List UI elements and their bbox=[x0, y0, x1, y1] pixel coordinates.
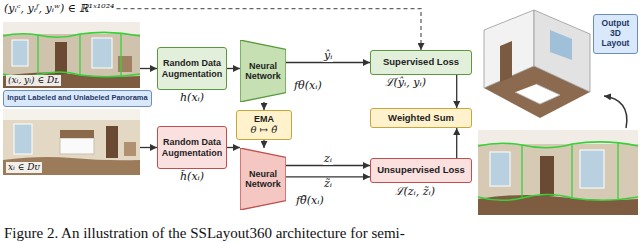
math-label: ℒ(ŷᵢ, yᵢ) bbox=[385, 77, 426, 90]
unlabeled-panorama: xᵢ ∈ Dᴜ bbox=[3, 109, 140, 175]
node-text: Unsupervised Loss bbox=[377, 165, 465, 176]
weighted-sum-box: Weighted Sum bbox=[370, 108, 472, 128]
edge-label: ŷᵢ bbox=[323, 50, 333, 62]
node-text: (xᵢ, yᵢ) ∈ Dʟ bbox=[6, 75, 61, 86]
node-text: EMA bbox=[254, 114, 274, 124]
node-text: Neural Network bbox=[243, 61, 283, 82]
node-text: (yᵢᶜ, yᵢᶠ, yᵢʷ) ∈ ℝ¹ˣ¹⁰²⁴ bbox=[4, 2, 114, 15]
trapezoid-outline bbox=[240, 148, 286, 210]
node-text: Neural Network bbox=[243, 169, 283, 190]
connector-arrow bbox=[227, 147, 240, 148]
ema-box: EMAθ ↦ θ̃ bbox=[236, 110, 292, 140]
connector-arrow bbox=[263, 140, 264, 148]
math-label: fθ(xᵢ) bbox=[294, 80, 322, 93]
node-text: Weighted Sum bbox=[388, 113, 454, 124]
loss-box: Supervised Loss bbox=[370, 50, 472, 75]
augmentation-box: Random Data Augmentation bbox=[157, 47, 227, 90]
room-3d-layout bbox=[484, 10, 590, 118]
connector-arrow bbox=[263, 102, 264, 110]
edge-label: z̃ᵢ bbox=[323, 178, 333, 190]
edge-label: zᵢ bbox=[323, 153, 333, 165]
connector-arrow bbox=[286, 165, 370, 166]
math-label: h(xᵢ) bbox=[180, 92, 204, 105]
connector-arrow bbox=[227, 68, 240, 69]
math-label: h̃(xᵢ) bbox=[180, 171, 204, 184]
connector-arrow bbox=[456, 128, 457, 158]
node-text: Random Data Augmentation bbox=[161, 137, 223, 158]
node-text: θ ↦ θ̃ bbox=[251, 124, 278, 136]
output-panorama-image bbox=[478, 130, 638, 215]
connector-arrow bbox=[117, 9, 422, 50]
output-curved-arrow bbox=[604, 96, 627, 128]
node-text: xᵢ ∈ Dᴜ bbox=[6, 162, 42, 173]
augmentation-box: Random Data Augmentation bbox=[157, 126, 227, 169]
figure-caption: Figure 2. An illustration of the SSLayou… bbox=[4, 225, 405, 242]
node-text: Input Labeled and Unlabeled Panorama bbox=[7, 94, 147, 103]
labeled-panorama: (xᵢ, yᵢ) ∈ Dʟ bbox=[3, 22, 140, 88]
connector-arrow bbox=[286, 62, 370, 63]
connector-arrow bbox=[456, 75, 457, 108]
connector-arrow bbox=[140, 147, 157, 148]
math-label: ℒ(zᵢ, z̃ᵢ) bbox=[395, 186, 436, 199]
loss-box: Unsupervised Loss bbox=[370, 158, 472, 183]
math-label: fθ̃(xᵢ) bbox=[296, 195, 324, 208]
node-text: Output 3D Layout bbox=[596, 19, 635, 48]
trapezoid-outline bbox=[240, 40, 286, 102]
output-format-label: (yᵢᶜ, yᵢᶠ, yᵢʷ) ∈ ℝ¹ˣ¹⁰²⁴ bbox=[4, 2, 114, 15]
unlabeled-panorama-image bbox=[3, 109, 140, 175]
network-trapezoid: Neural Network bbox=[240, 148, 286, 210]
node-text: Supervised Loss bbox=[383, 57, 459, 68]
input-caption-box: Input Labeled and Unlabeled Panorama bbox=[3, 90, 152, 107]
node-text: Random Data Augmentation bbox=[161, 58, 223, 79]
connector-arrow bbox=[140, 68, 157, 69]
output-caption-box: Output 3D Layout bbox=[593, 14, 638, 54]
labeled-panorama-image bbox=[3, 22, 140, 88]
network-trapezoid: Neural Network bbox=[240, 40, 286, 102]
